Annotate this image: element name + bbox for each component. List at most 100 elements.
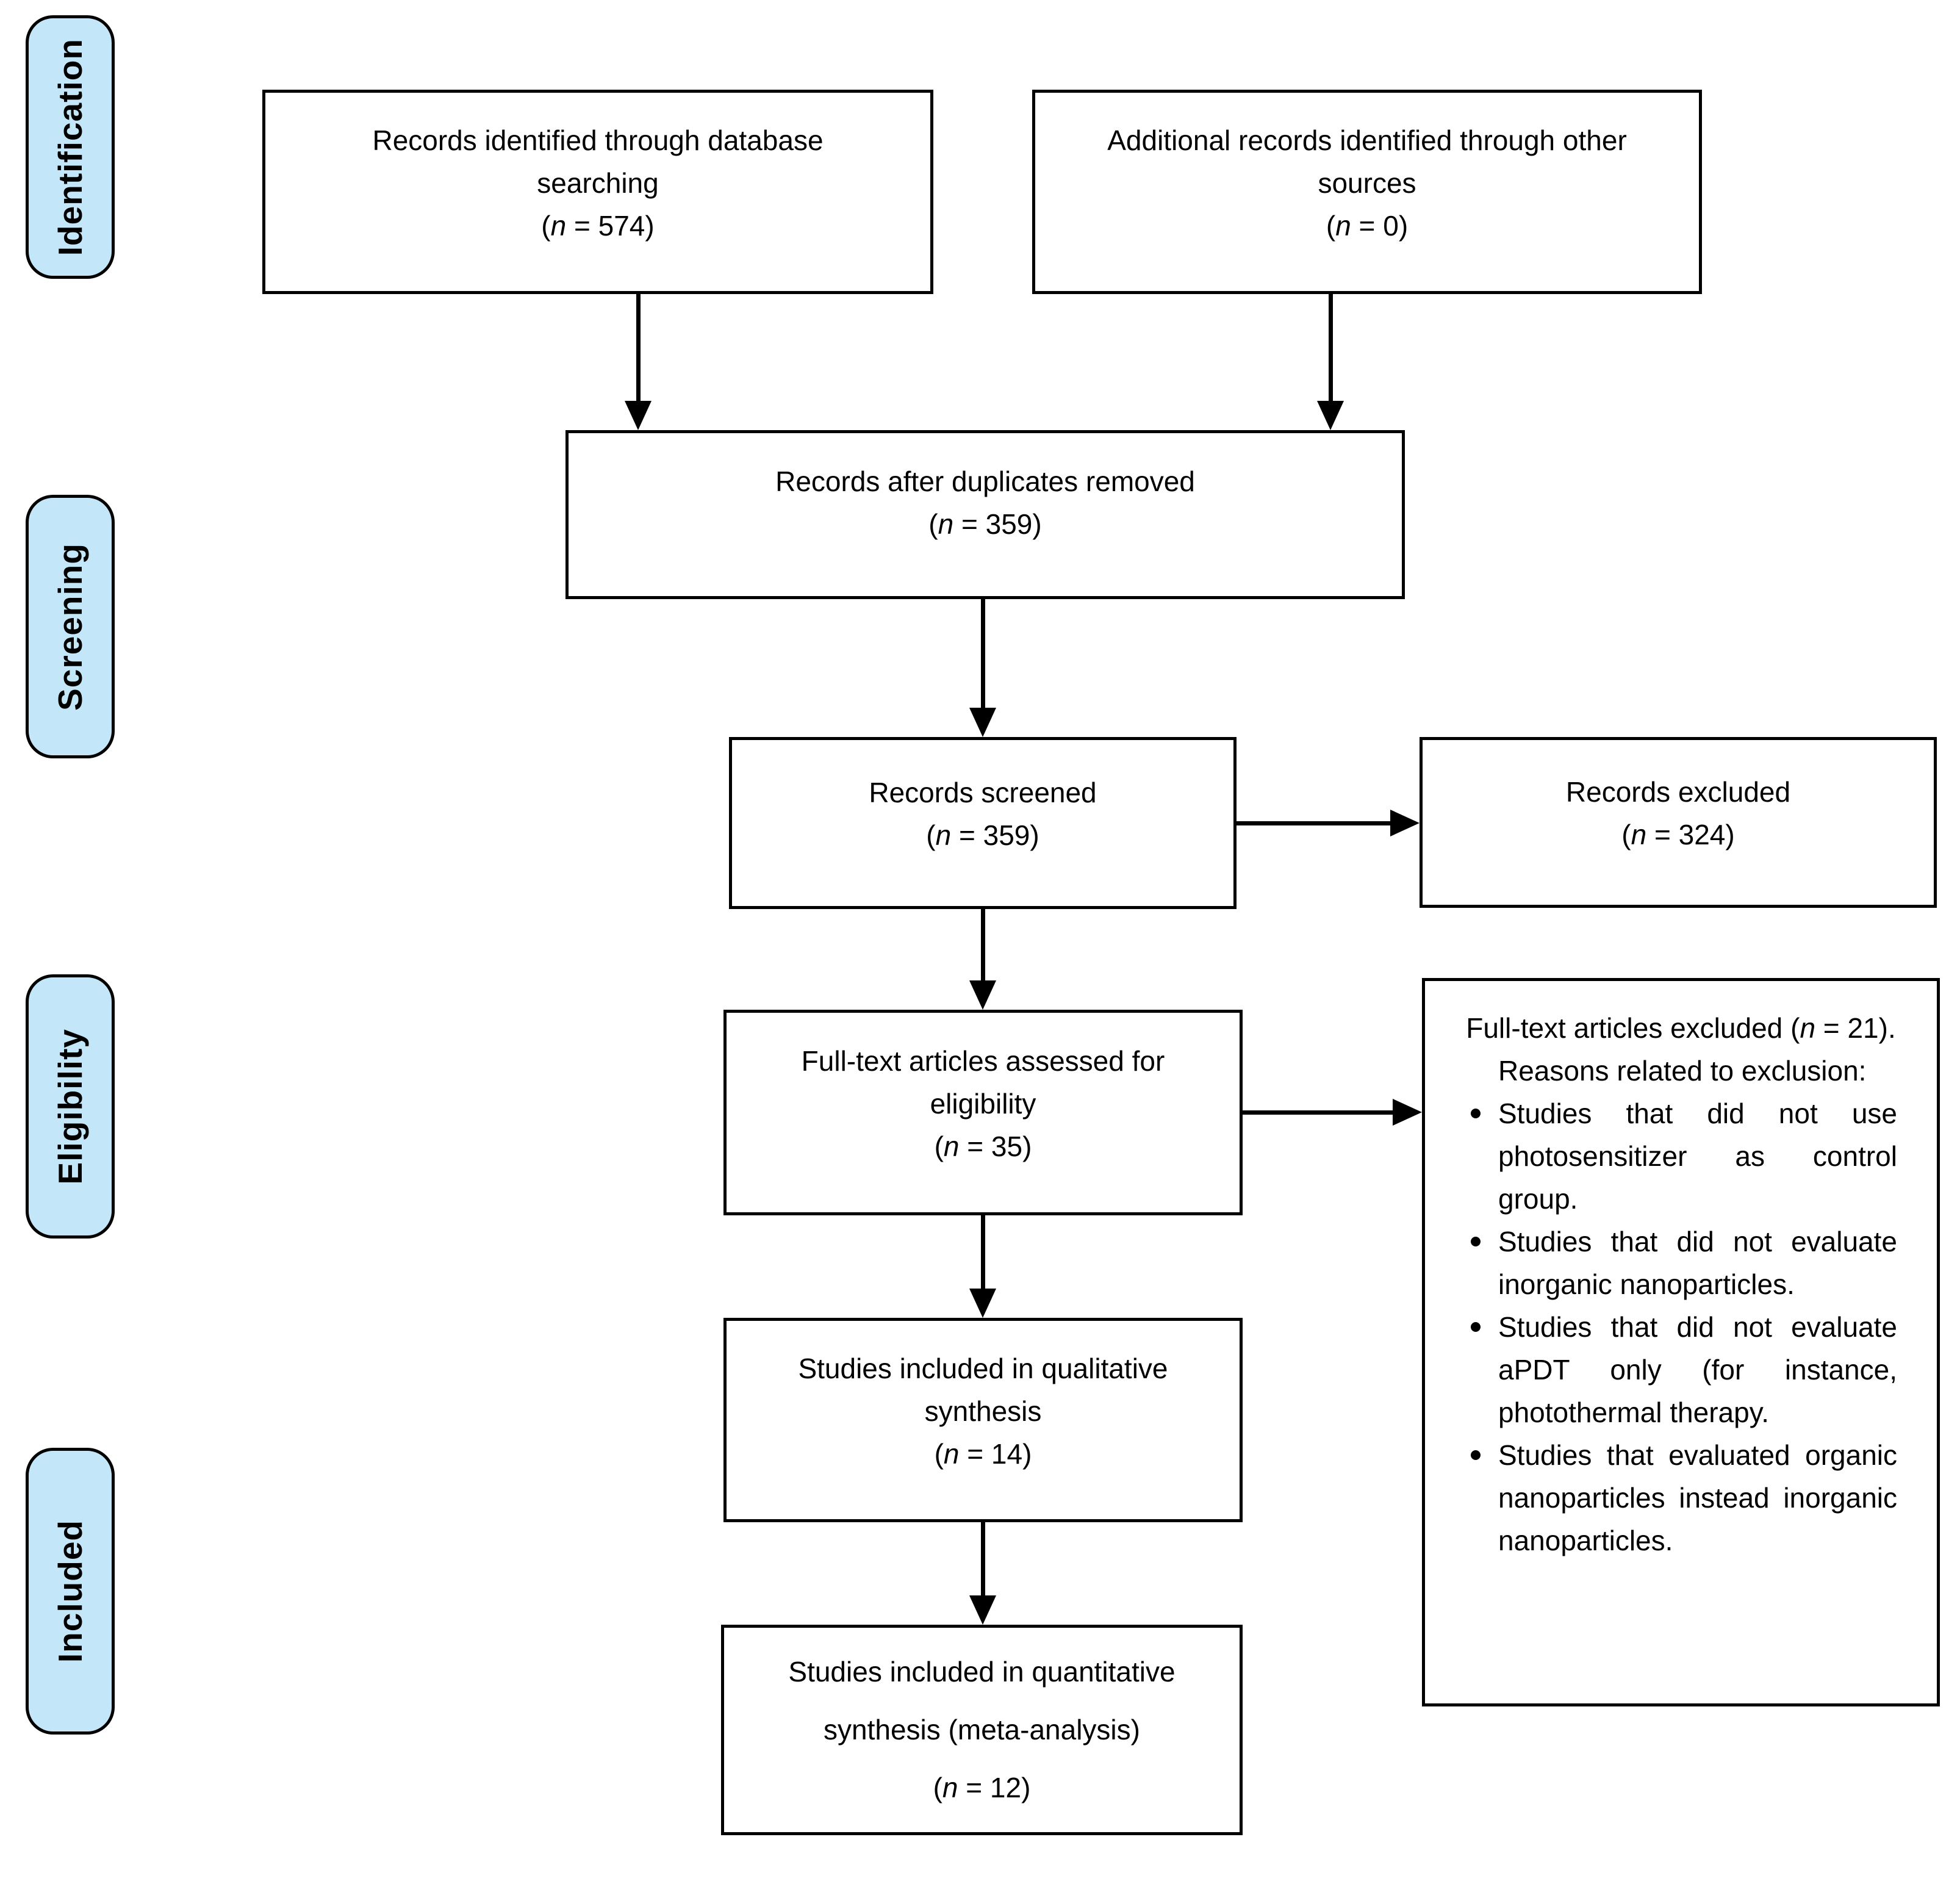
n-open: ( bbox=[541, 209, 551, 242]
arrowhead-down-icon bbox=[625, 401, 652, 430]
box-records-after-duplicates-label: Records after duplicates removed bbox=[775, 465, 1195, 497]
box-quantitative-synthesis-label: Studies included in quantitative synthes… bbox=[788, 1656, 1176, 1746]
n-open: ( bbox=[933, 1772, 942, 1803]
fulltext-excluded-title-text: Full-text articles excluded bbox=[1466, 1012, 1783, 1044]
stage-eligibility-label: Eligibility bbox=[51, 1028, 89, 1185]
n-var: n bbox=[935, 819, 952, 851]
stage-included-label: Included bbox=[51, 1519, 89, 1663]
arrow-line bbox=[1329, 293, 1333, 403]
n-eq: = bbox=[951, 819, 983, 851]
n-close: ) bbox=[1032, 508, 1042, 540]
n-value: 12 bbox=[989, 1772, 1022, 1803]
arrowhead-down-icon bbox=[969, 708, 996, 737]
stage-screening-label: Screening bbox=[51, 542, 89, 711]
box-records-identified-other-count: (n = 0) bbox=[1326, 204, 1408, 247]
box-records-screened-label: Records screened bbox=[869, 777, 1097, 808]
arrow-line bbox=[1243, 1110, 1395, 1115]
n-open: ( bbox=[1790, 1012, 1800, 1044]
arrow-line bbox=[981, 909, 985, 982]
box-fulltext-assessed-label: Full-text articles assessed for eligibil… bbox=[801, 1044, 1165, 1120]
n-value: 35 bbox=[991, 1130, 1023, 1162]
box-records-identified-db: Records identified through database sear… bbox=[262, 90, 933, 294]
n-var: n bbox=[943, 1437, 960, 1470]
stage-eligibility: Eligibility bbox=[26, 974, 115, 1239]
box-records-excluded-label: Records excluded bbox=[1565, 776, 1791, 808]
exclusion-reason-item: Studies that did not evaluate inorganic … bbox=[1465, 1220, 1897, 1306]
n-close: ) bbox=[1030, 819, 1039, 851]
n-close: ) bbox=[1022, 1437, 1032, 1470]
exclusion-reasons-heading: Reasons related to exclusion: bbox=[1498, 1055, 1867, 1087]
n-eq: = bbox=[959, 1130, 991, 1162]
n-open: ( bbox=[1621, 819, 1631, 850]
n-value: 324 bbox=[1678, 819, 1726, 850]
box-records-excluded: Records excluded (n = 324) bbox=[1420, 737, 1937, 908]
stage-included: Included bbox=[26, 1448, 115, 1735]
box-qualitative-synthesis: Studies included in qualitative synthesi… bbox=[723, 1318, 1243, 1522]
n-value: 359 bbox=[985, 508, 1033, 540]
n-var: n bbox=[938, 508, 954, 540]
n-close: ). bbox=[1878, 1012, 1896, 1044]
n-var: n bbox=[942, 1772, 958, 1803]
n-value: 574 bbox=[598, 209, 645, 242]
n-open: ( bbox=[934, 1437, 944, 1470]
exclusion-reasons-list: Studies that did not use photosensitizer… bbox=[1465, 1092, 1897, 1562]
box-quantitative-synthesis: Studies included in quantitative synthes… bbox=[721, 1625, 1243, 1835]
box-records-identified-other: Additional records identified through ot… bbox=[1032, 90, 1702, 294]
fulltext-excluded-count: (n = 21). bbox=[1790, 1012, 1896, 1044]
arrow-line bbox=[1237, 821, 1392, 825]
n-var: n bbox=[1631, 819, 1647, 850]
n-close: ) bbox=[645, 209, 655, 242]
n-var: n bbox=[943, 1130, 960, 1162]
n-eq: = bbox=[953, 508, 986, 540]
box-fulltext-excluded-reasons: Full-text articles excluded(n = 21). Rea… bbox=[1422, 978, 1940, 1706]
box-records-identified-other-label: Additional records identified through ot… bbox=[1107, 124, 1627, 199]
arrow-line bbox=[981, 599, 985, 709]
box-quantitative-synthesis-count: (n = 12) bbox=[933, 1759, 1031, 1817]
arrowhead-down-icon bbox=[969, 1595, 996, 1625]
n-eq: = bbox=[1646, 819, 1679, 850]
n-var: n bbox=[1335, 209, 1351, 242]
arrow-line bbox=[981, 1522, 985, 1597]
stage-identification: Identification bbox=[26, 15, 115, 279]
box-qualitative-synthesis-label: Studies included in qualitative synthesi… bbox=[798, 1352, 1168, 1427]
stage-identification-label: Identification bbox=[51, 38, 89, 256]
n-var: n bbox=[550, 209, 567, 242]
n-close: ) bbox=[1021, 1772, 1031, 1803]
n-close: ) bbox=[1398, 209, 1409, 242]
box-fulltext-assessed-count: (n = 35) bbox=[935, 1125, 1032, 1168]
n-close: ) bbox=[1725, 819, 1735, 850]
n-value: 21 bbox=[1847, 1012, 1879, 1044]
n-open: ( bbox=[928, 508, 938, 540]
n-eq: = bbox=[1351, 209, 1384, 242]
exclusion-reason-item: Studies that evaluated organic nanoparti… bbox=[1465, 1434, 1897, 1562]
n-close: ) bbox=[1022, 1130, 1032, 1162]
exclusion-reason-item: Studies that did not evaluate aPDT only … bbox=[1465, 1306, 1897, 1434]
arrowhead-down-icon bbox=[969, 1289, 996, 1318]
n-open: ( bbox=[926, 819, 936, 851]
arrowhead-down-icon bbox=[1317, 401, 1344, 430]
box-records-excluded-count: (n = 324) bbox=[1621, 813, 1734, 856]
box-fulltext-assessed: Full-text articles assessed for eligibil… bbox=[723, 1010, 1243, 1215]
n-var: n bbox=[1800, 1012, 1816, 1044]
n-value: 0 bbox=[1383, 209, 1399, 242]
n-eq: = bbox=[1815, 1012, 1848, 1044]
arrow-line bbox=[981, 1215, 985, 1290]
n-open: ( bbox=[1326, 209, 1336, 242]
n-value: 14 bbox=[991, 1437, 1023, 1470]
arrowhead-down-icon bbox=[969, 980, 996, 1010]
n-open: ( bbox=[934, 1130, 944, 1162]
box-records-screened: Records screened (n = 359) bbox=[729, 737, 1237, 909]
arrowhead-right-icon bbox=[1390, 810, 1420, 836]
box-records-after-duplicates: Records after duplicates removed (n = 35… bbox=[565, 430, 1405, 599]
n-eq: = bbox=[566, 209, 598, 242]
fulltext-excluded-title: Full-text articles excluded(n = 21). bbox=[1465, 1007, 1897, 1049]
n-eq: = bbox=[958, 1772, 990, 1803]
box-records-after-duplicates-count: (n = 359) bbox=[928, 503, 1041, 545]
arrowhead-right-icon bbox=[1393, 1099, 1422, 1126]
box-qualitative-synthesis-count: (n = 14) bbox=[935, 1433, 1032, 1475]
exclusion-reason-item: Studies that did not use photosensitizer… bbox=[1465, 1092, 1897, 1220]
stage-screening: Screening bbox=[26, 495, 115, 758]
box-records-identified-db-count: (n = 574) bbox=[541, 204, 654, 247]
n-eq: = bbox=[959, 1437, 991, 1470]
